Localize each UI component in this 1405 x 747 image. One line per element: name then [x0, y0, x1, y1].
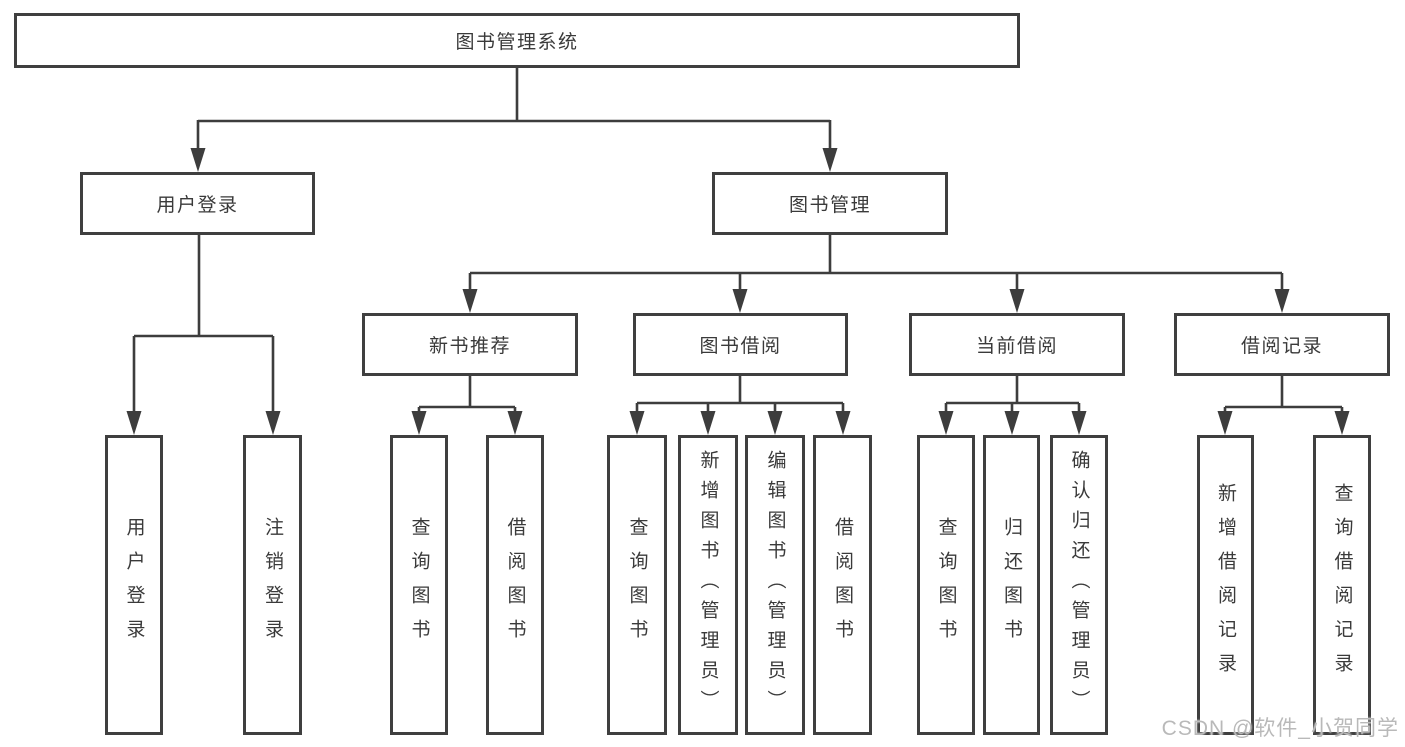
leaf-query-books-borrow-label: 查询图书 — [626, 517, 648, 653]
leaf-query-books-recommend-label: 查询图书 — [408, 517, 430, 653]
node-new-book-recommend-label: 新书推荐 — [428, 336, 511, 357]
node-root: 图书管理系统 — [14, 13, 1020, 68]
leaf-query-books-recommend: 查询图书 — [390, 435, 448, 735]
leaf-borrow-books-recommend: 借阅图书 — [486, 435, 544, 735]
csdn-watermark: CSDN @软件_小贺同学 — [1161, 717, 1399, 740]
arrowheads — [126, 148, 1350, 435]
leaf-logout: 注销登录 — [243, 435, 302, 735]
leaf-edit-book-admin: 编辑图书（管理员） — [745, 435, 805, 735]
node-current-borrow: 当前借阅 — [909, 313, 1125, 376]
leaf-query-books-borrow: 查询图书 — [607, 435, 667, 735]
leaf-add-borrow-record-label: 新增借阅记录 — [1215, 483, 1236, 687]
leaf-confirm-return-admin: 确认归还（管理员） — [1050, 435, 1108, 735]
leaf-query-books-current-label: 查询图书 — [935, 517, 957, 653]
node-borrow-records-label: 借阅记录 — [1240, 336, 1323, 357]
leaf-borrow-books: 借阅图书 — [813, 435, 872, 735]
node-root-label: 图书管理系统 — [455, 32, 579, 53]
node-book-borrow: 图书借阅 — [633, 313, 848, 376]
leaf-query-borrow-record: 查询借阅记录 — [1313, 435, 1371, 735]
node-book-management-label: 图书管理 — [788, 195, 871, 216]
leaf-add-borrow-record: 新增借阅记录 — [1197, 435, 1254, 735]
leaf-add-book-admin-label: 新增图书（管理员） — [697, 450, 719, 720]
leaf-borrow-books-label: 借阅图书 — [832, 517, 853, 653]
node-book-management: 图书管理 — [712, 172, 948, 235]
leaf-borrow-books-recommend-label: 借阅图书 — [504, 517, 526, 653]
leaf-query-books-current: 查询图书 — [917, 435, 975, 735]
leaf-return-book: 归还图书 — [983, 435, 1040, 735]
node-user-login-label: 用户登录 — [156, 195, 239, 216]
leaf-edit-book-admin-label: 编辑图书（管理员） — [764, 450, 786, 720]
leaf-confirm-return-admin-label: 确认归还（管理员） — [1068, 450, 1090, 720]
leaf-user-login-label: 用户登录 — [123, 517, 145, 653]
leaf-add-book-admin: 新增图书（管理员） — [678, 435, 738, 735]
node-borrow-records: 借阅记录 — [1174, 313, 1390, 376]
leaf-query-borrow-record-label: 查询借阅记录 — [1331, 483, 1353, 687]
node-current-borrow-label: 当前借阅 — [975, 336, 1058, 357]
leaf-logout-label: 注销登录 — [262, 517, 283, 653]
node-user-login: 用户登录 — [80, 172, 315, 235]
leaf-return-book-label: 归还图书 — [1001, 517, 1022, 653]
leaf-user-login: 用户登录 — [105, 435, 163, 735]
node-new-book-recommend: 新书推荐 — [362, 313, 578, 376]
node-book-borrow-label: 图书借阅 — [699, 336, 782, 357]
